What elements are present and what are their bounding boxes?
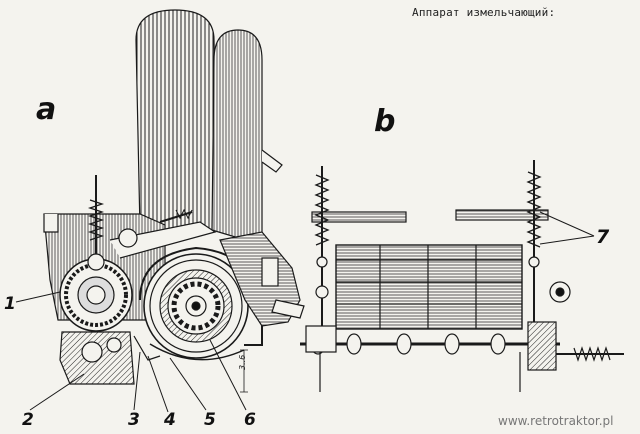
callout-6: 6 <box>244 410 256 430</box>
view-a-drawing <box>43 9 305 393</box>
panel-label-b: b <box>374 104 396 139</box>
upper-bar-right <box>455 209 549 221</box>
roller-body <box>335 244 523 330</box>
watermark: www.retrotraktor.pl <box>498 414 614 428</box>
gear-wheel <box>59 258 133 332</box>
callout-3: 3 <box>128 410 140 430</box>
pipe-left <box>135 9 219 231</box>
callout-4: 4 <box>164 410 176 430</box>
figure-title: Аппарат измельчающий: <box>412 6 556 19</box>
dimension-label: 3..6 <box>238 354 247 370</box>
cutting-drum <box>143 253 249 359</box>
callout-1: 1 <box>4 294 16 314</box>
view-b-drawing <box>300 160 624 392</box>
panel-label-a: a <box>36 92 57 127</box>
upper-bar-left <box>311 211 407 223</box>
callout-7: 7 <box>596 226 610 248</box>
callout-leaders-a <box>15 291 247 413</box>
callout-5: 5 <box>204 410 216 430</box>
spring-post-left <box>314 166 330 350</box>
callout-leaders-b <box>539 211 595 245</box>
callout-2: 2 <box>22 410 34 430</box>
pipe-right <box>211 29 263 246</box>
